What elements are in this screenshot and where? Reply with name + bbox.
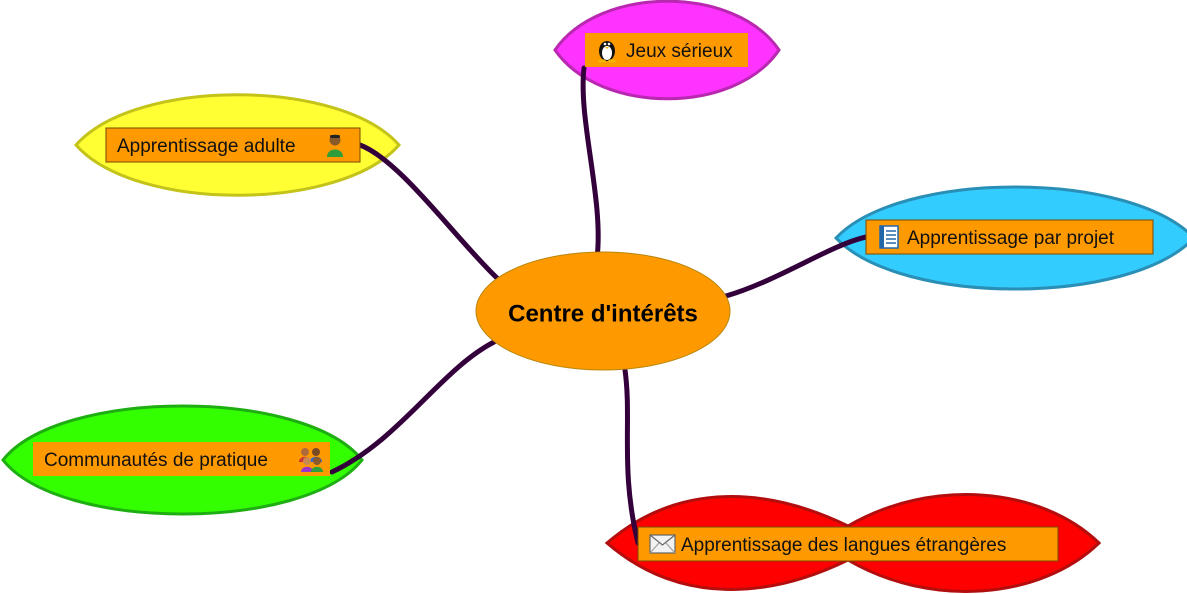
list-document-icon: [879, 225, 899, 249]
branch-jeux-serieux: [580, 65, 601, 261]
person-icon: [327, 134, 343, 157]
label-box: [105, 127, 361, 163]
center-node[interactable]: Centre d'intérêts: [475, 251, 731, 371]
node-label: Apprentissage par projet: [907, 228, 1115, 249]
center-node-ellipse: [475, 251, 731, 371]
node-apprentissage-par-projet[interactable]: Apprentissage par projet: [865, 219, 1154, 255]
node-jeux-serieux[interactable]: Jeux sérieux: [585, 33, 748, 67]
node-apprentissage-adulte[interactable]: Apprentissage adulte: [105, 127, 361, 163]
node-label: Jeux sérieux: [626, 41, 733, 62]
label-box: [637, 526, 1059, 562]
label-box: [865, 219, 1154, 255]
node-label: Apprentissage des langues étrangères: [681, 535, 1006, 556]
branch-apprentissage-des-langues: [622, 367, 641, 546]
node-communautes-de-pratique[interactable]: Communautés de pratique: [33, 442, 330, 476]
group-people-icon: [299, 448, 323, 472]
branch-apprentissage-par-projet: [723, 234, 869, 299]
label-box: [33, 442, 330, 476]
branch-communautes-de-pratique: [329, 339, 497, 475]
penguin-icon: [598, 41, 616, 63]
node-apprentissage-des-langues[interactable]: Apprentissage des langues étrangères: [637, 526, 1059, 562]
node-label: Communautés de pratique: [44, 450, 268, 471]
node-label: Apprentissage adulte: [117, 136, 296, 157]
envelope-icon: [649, 534, 676, 554]
branches: [329, 65, 869, 546]
branch-apprentissage-adulte: [357, 142, 500, 281]
center-node-label: Centre d'intérêts: [508, 300, 698, 327]
